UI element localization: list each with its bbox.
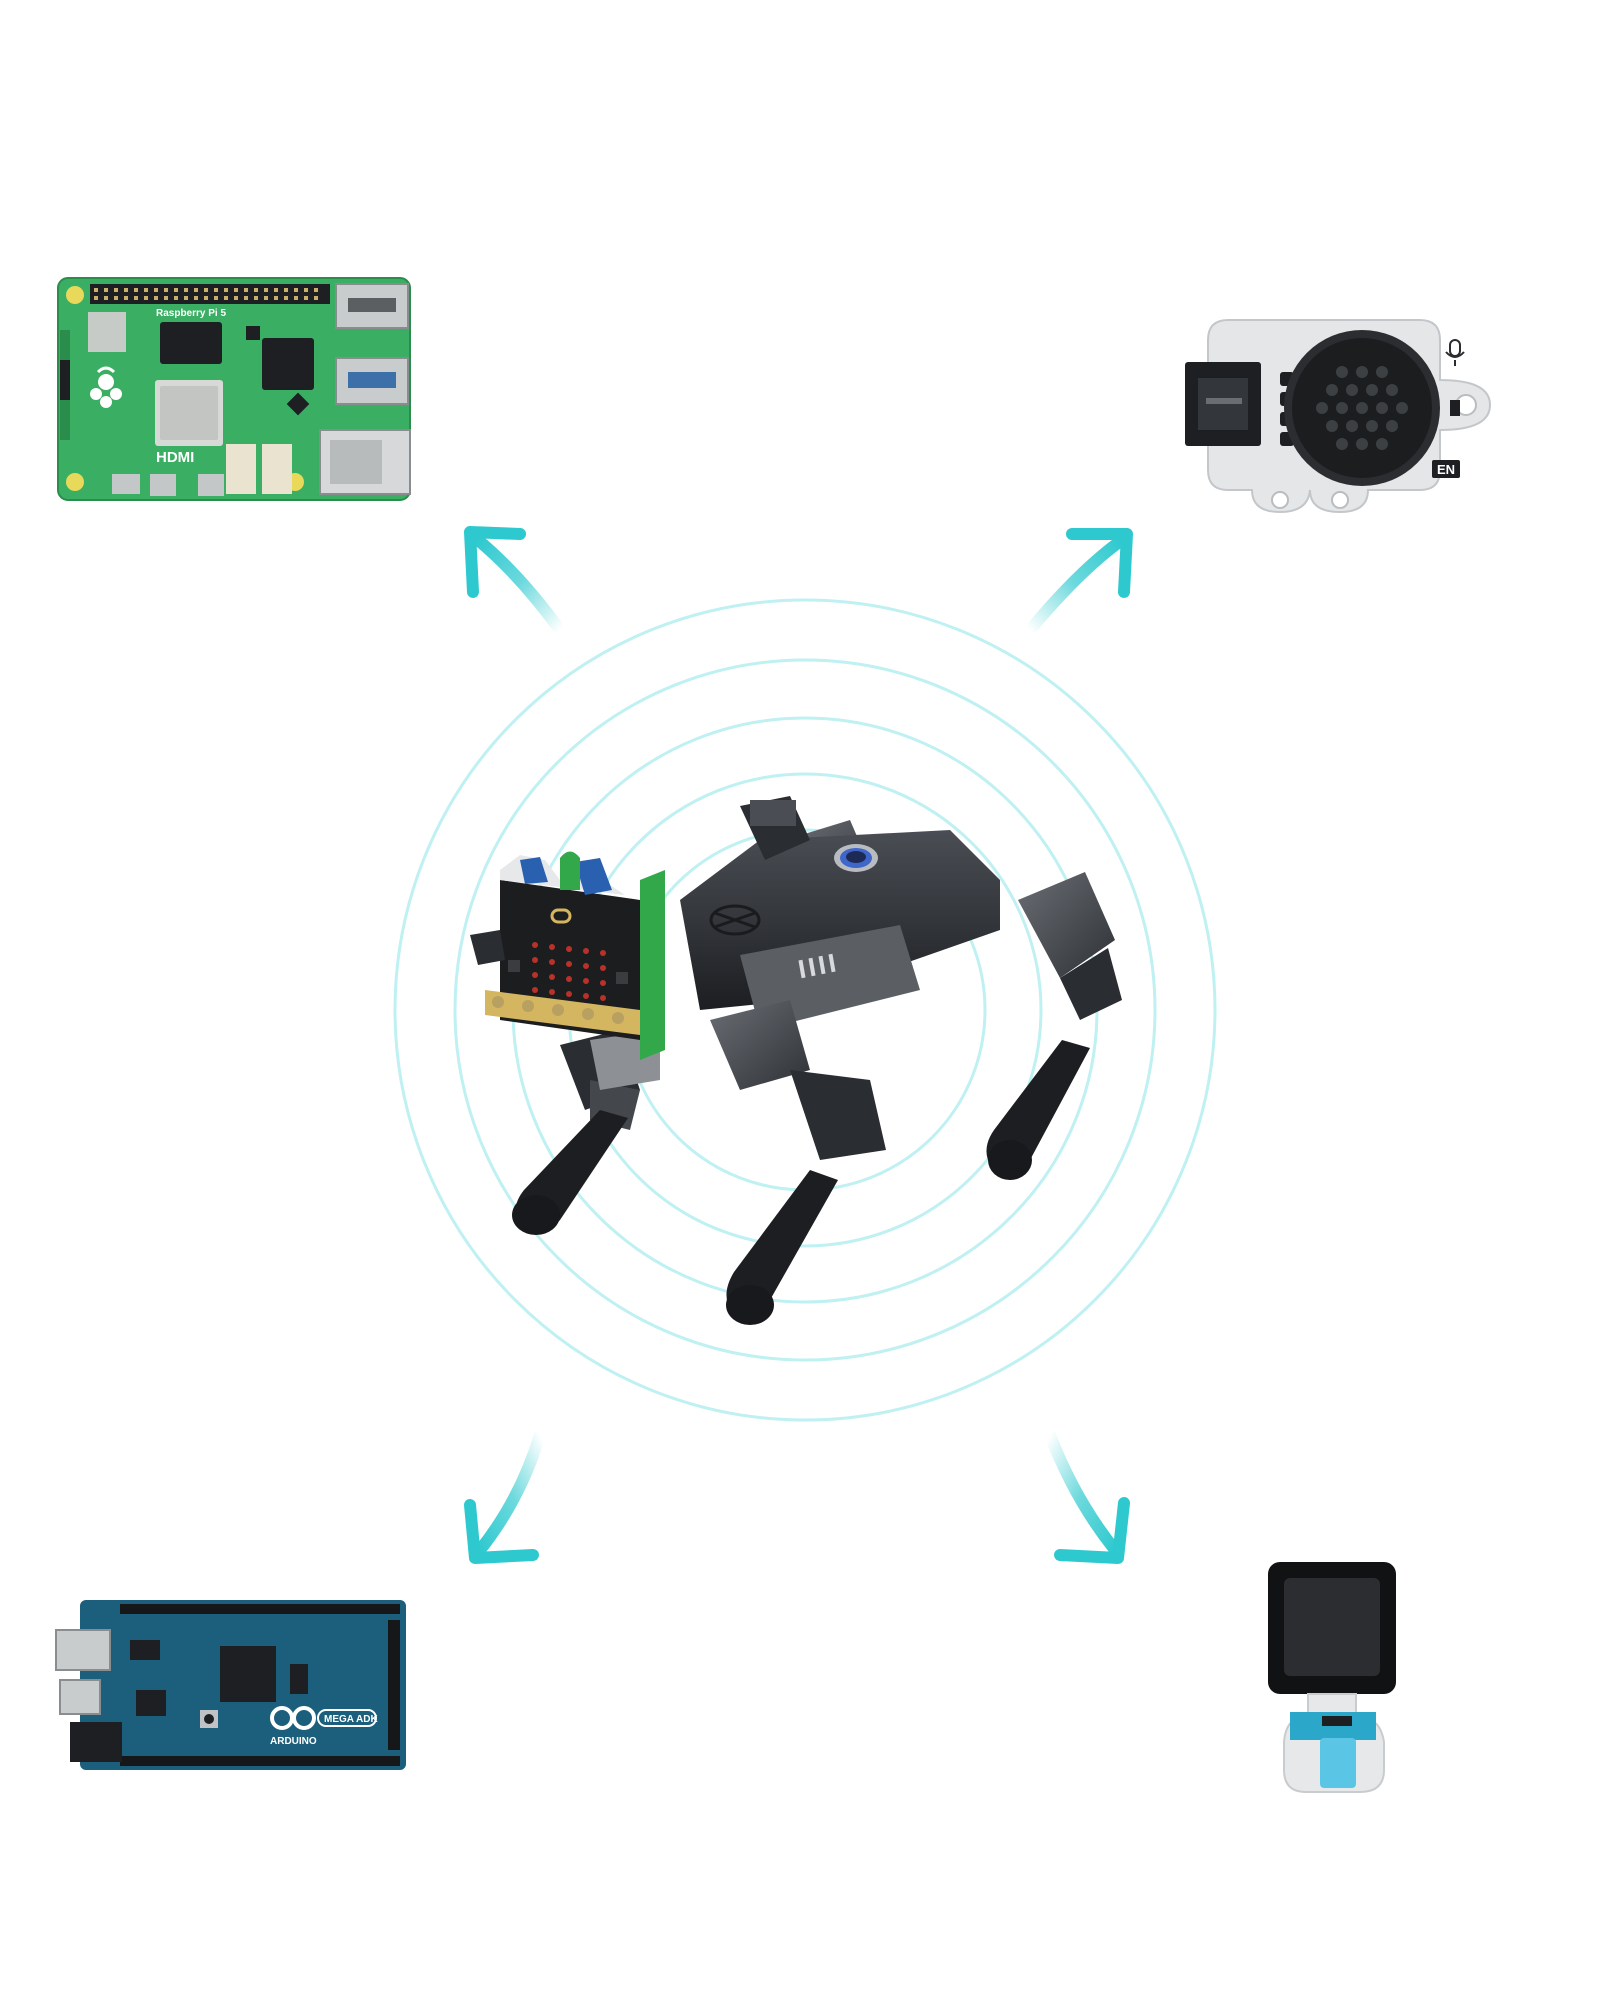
display-screen [1284,1578,1380,1676]
speaker-en-label: EN [1437,462,1455,477]
robot-front-right-leg [710,1000,886,1325]
microbit-logo-icon [550,908,572,924]
arduino-side-header [388,1620,400,1750]
arduino-brand-label: ARDUINO [270,1736,317,1747]
display-module [1268,1562,1396,1793]
microphone-icon [1445,339,1465,366]
arrow-up-right-icon [1024,528,1133,636]
raspberry-pi-board: Raspberry Pi 5 HDMI [57,277,411,501]
rpi-hdmi-label: HDMI [156,449,194,466]
microbit-led-matrix [532,942,606,1001]
arrow-down-left-icon [464,1429,546,1564]
arduino-usb-b-port [55,1629,111,1671]
robot-head-microbit [470,851,665,1090]
display-connector [1320,1738,1356,1788]
speaker-module: EN [1185,319,1492,514]
rpi-rp1-chip [262,338,314,390]
rpi-board-name: Raspberry Pi 5 [156,308,226,319]
raspberry-logo-icon [90,366,122,408]
rpi-usbc-port [112,474,140,494]
rpi-gpio-header [90,284,330,304]
rpi-csi-connector [226,444,256,494]
arduino-infinity-logo-icon [270,1706,316,1730]
rpi-wifi-shield [88,312,126,352]
robot-vent [798,953,836,979]
arduino-power-jack [70,1722,122,1762]
rpi-ram-chip [160,322,222,364]
robot-power-button-icon [834,844,878,872]
arduino-bottom-header [120,1756,400,1766]
robot-dog [470,796,1122,1325]
ring-outer [393,598,1217,1422]
arduino-top-header [120,1604,400,1614]
arduino-mcu [220,1646,276,1702]
ring-2 [453,658,1157,1362]
arduino-usb-a-port [59,1679,101,1715]
arrow-up-left-icon [464,526,566,636]
arduino-model-label: MEGA ADK [324,1714,378,1725]
arrow-down-right-icon [1044,1429,1130,1564]
arduino-mega-board: MEGA ADK ARDUINO [55,1600,406,1770]
rpi-microhdmi-port-2 [198,474,224,496]
robot-back-right-leg [986,872,1122,1180]
robot-fan-icon [709,904,761,936]
rpi-microhdmi-port-1 [150,474,176,496]
